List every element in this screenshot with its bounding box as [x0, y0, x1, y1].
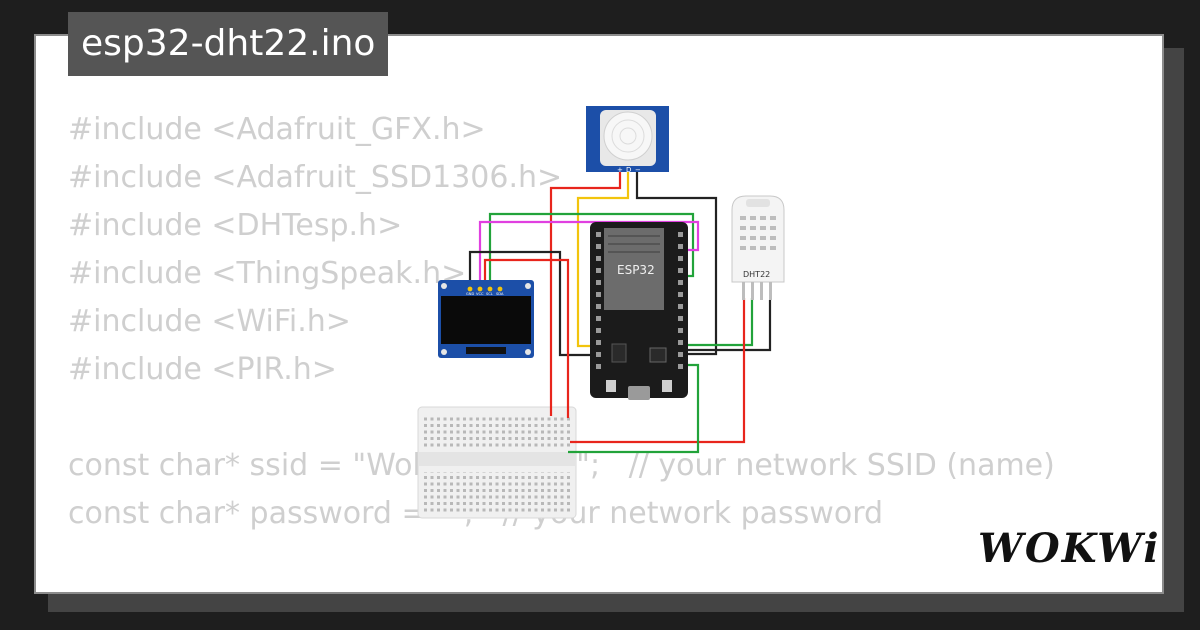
code-line: #include <Adafruit_SSD1306.h>: [68, 160, 563, 195]
code-line: #include <ThingSpeak.h>: [68, 256, 467, 291]
oled-pin-label: VCC: [476, 292, 484, 296]
wire-bb-green: [568, 363, 700, 454]
dht22-sensor[interactable]: DHT22: [731, 195, 785, 300]
wire-pir-vcc: [549, 168, 622, 416]
esp32-label: ESP32: [617, 263, 655, 277]
wire-oled-gnd: [468, 250, 600, 357]
pir-pin-label: +: [617, 166, 623, 174]
file-tab-title[interactable]: esp32-dht22.ino: [68, 12, 389, 76]
wire-pir-data: [576, 168, 630, 348]
oled-pin-label: GND: [466, 292, 474, 296]
oled-pin-label: SDA: [496, 292, 504, 296]
wires[interactable]: [468, 168, 772, 454]
code-line: #include <Adafruit_GFX.h>: [68, 112, 486, 147]
pir-sensor[interactable]: + D −: [586, 106, 669, 174]
wire-dht-data: [684, 298, 754, 347]
code-line: #include <WiFi.h>: [68, 304, 351, 339]
wire-oled-scl: [478, 220, 700, 289]
esp32-board[interactable]: ESP32: [590, 222, 688, 400]
wire-oled-sda: [488, 212, 695, 289]
oled-display[interactable]: GND VCC SCL SDA: [438, 280, 534, 358]
oled-pin-label: SCL: [486, 292, 493, 296]
wire-pir-gnd: [635, 168, 718, 356]
code-preview: #include <Adafruit_GFX.h> #include <Adafr…: [68, 106, 1055, 592]
wire-dht-gnd: [684, 300, 772, 352]
wire-oled-vcc: [483, 258, 570, 418]
pir-pin-label: −: [635, 166, 641, 174]
wire-dht-vcc: [570, 298, 746, 444]
code-line: #include <DHTesp.h>: [68, 208, 403, 243]
wokwi-logo: WOKWi: [978, 525, 1161, 572]
dht-label: DHT22: [743, 270, 770, 279]
breadboard[interactable]: [417, 406, 577, 519]
code-line: #include <PIR.h>: [68, 352, 337, 387]
pir-pin-label: D: [626, 166, 631, 174]
